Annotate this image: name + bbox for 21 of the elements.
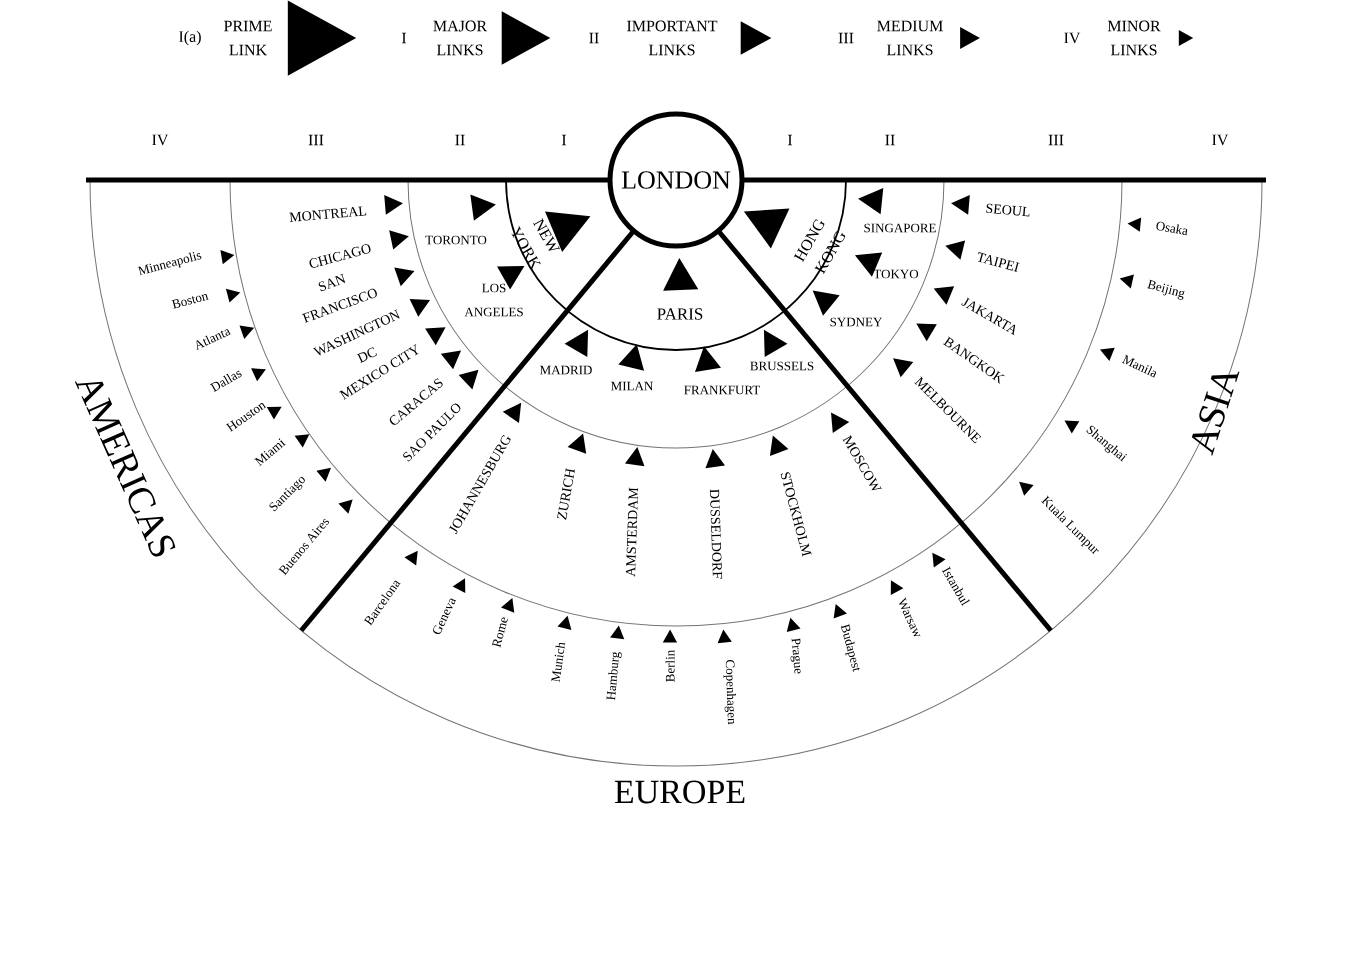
ring-numeral: I xyxy=(561,134,567,146)
legend-text: MAJOR LINKS xyxy=(433,20,488,56)
ring-numeral: IV xyxy=(1212,134,1229,146)
city-label: PARIS xyxy=(657,308,703,320)
legend-text: PRIME LINK xyxy=(224,20,272,56)
region-label: ASIA xyxy=(1191,371,1240,456)
legend-numeral: I xyxy=(401,32,407,44)
legend-numeral: IV xyxy=(1064,32,1081,44)
legend-text: MINOR LINKS xyxy=(1107,20,1161,56)
legend-text: MEDIUM LINKS xyxy=(877,20,943,56)
legend-numeral: I(a) xyxy=(179,30,201,46)
ring-numeral: II xyxy=(885,134,895,146)
ring-numeral: I xyxy=(787,134,793,146)
ring-numeral: IV xyxy=(152,134,169,146)
ring-numeral: III xyxy=(1048,134,1064,146)
region-label: EUROPE xyxy=(614,780,745,804)
legend-numeral: II xyxy=(589,32,599,44)
ring-numeral: II xyxy=(455,134,465,146)
legend-numeral: III xyxy=(838,32,854,44)
ring-numeral: III xyxy=(308,134,324,146)
legend-text: IMPORTANT LINKS xyxy=(627,20,718,56)
